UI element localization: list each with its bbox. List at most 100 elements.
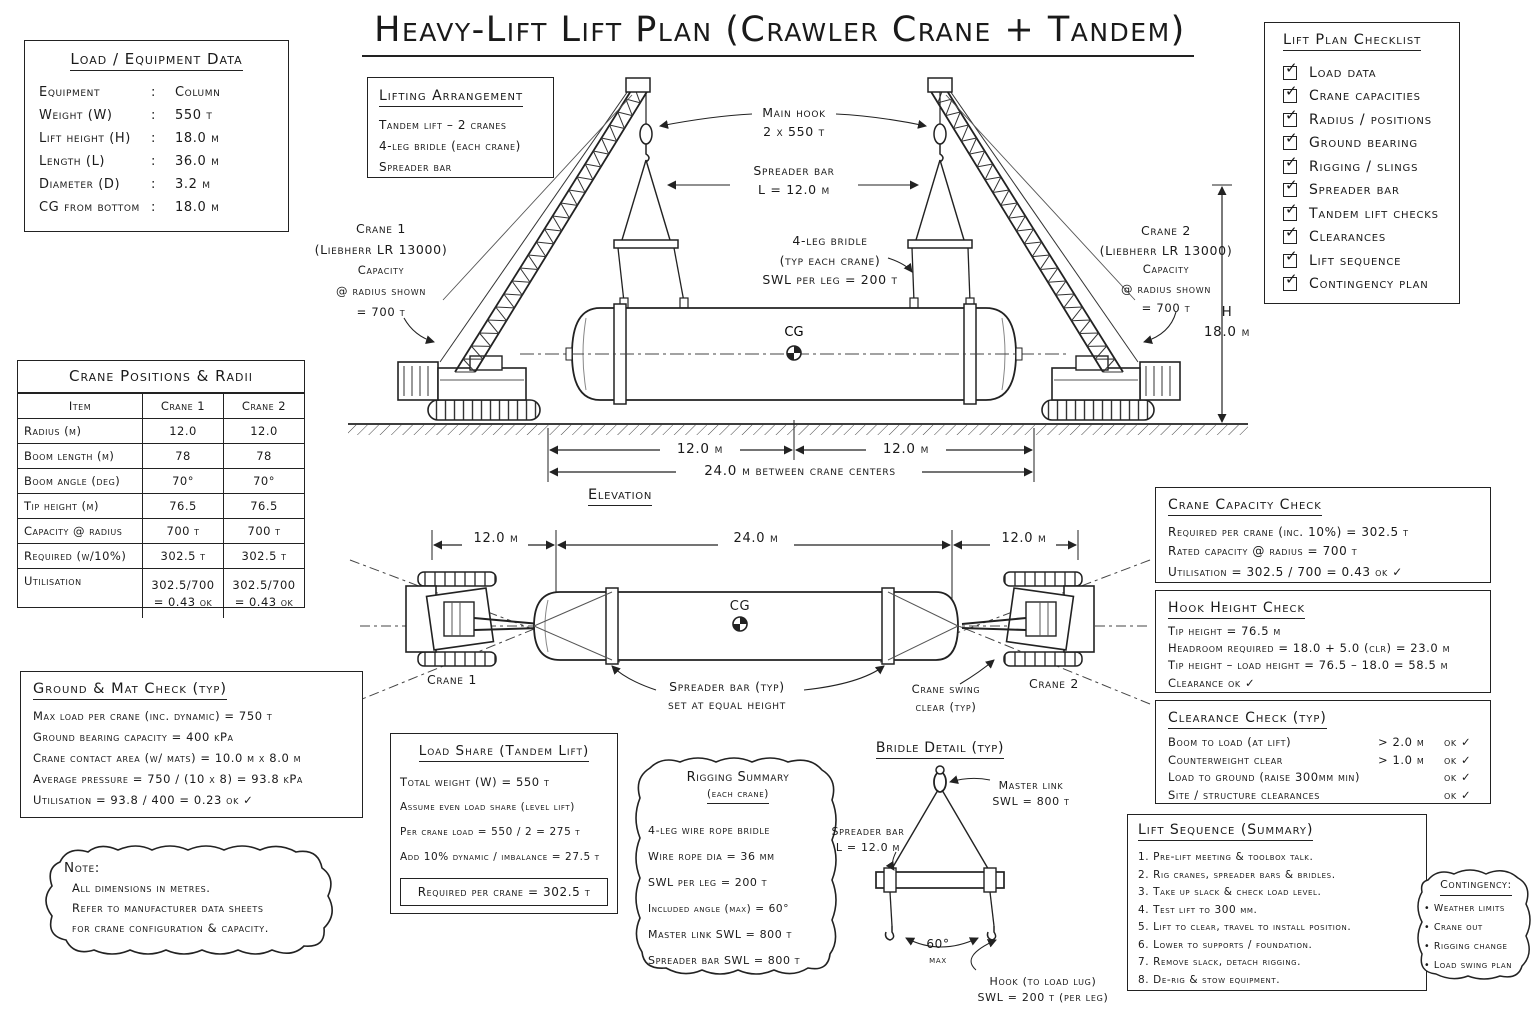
clearance-check-panel: Clearance Check (typ) Boom to load (at l… xyxy=(1155,700,1491,804)
checkbox-checked-icon[interactable]: ✓ xyxy=(1283,107,1298,127)
checkbox-checked-icon[interactable]: ✓ xyxy=(1283,60,1298,80)
load-row: Equipment:Column xyxy=(39,85,221,100)
load-data-rows: Equipment:Column Weight (W):550 t Lift h… xyxy=(39,81,274,219)
load-share-line: Assume even load share (level lift) xyxy=(400,801,575,813)
lifting-arrangement-panel: Lifting Arrangement Tandem lift – 2 cran… xyxy=(367,77,554,178)
checkbox-checked-icon[interactable]: ✓ xyxy=(1283,201,1298,221)
rigging-right xyxy=(907,159,975,309)
arrangement-line: Tandem lift – 2 cranes xyxy=(379,118,507,132)
rigging-subtitle: (each crane) xyxy=(707,787,769,804)
hook-line: Tip height = 76.5 m xyxy=(1168,624,1281,638)
checkbox-checked-icon[interactable]: ✓ xyxy=(1283,248,1298,268)
contingency-title: Contingency: xyxy=(1440,877,1512,896)
checkbox-checked-icon[interactable]: ✓ xyxy=(1283,225,1298,245)
contingency-item: • Load swing plan xyxy=(1424,960,1513,971)
contingency-item: • Crane out xyxy=(1424,922,1483,933)
checklist-item[interactable]: ✓Lift sequence xyxy=(1283,246,1402,269)
capacity-line: Required per crane (inc. 10%) = 302.5 t xyxy=(1168,525,1409,539)
dim-total-label: 24.0 m between crane centers xyxy=(704,463,896,479)
bridle-detail-title: Bridle Detail (typ) xyxy=(862,740,1018,759)
rigging-item: SWL per leg = 200 t xyxy=(648,876,768,889)
crane-2-elevation xyxy=(927,77,1181,421)
checkbox-checked-icon[interactable]: ✓ xyxy=(1283,272,1298,292)
load-row: Weight (W):550 t xyxy=(39,108,213,123)
checklist-item[interactable]: ✓Spreader bar xyxy=(1283,176,1400,199)
sequence-step: 1. Pre-lift meeting & toolbox talk. xyxy=(1138,851,1314,863)
checklist-item[interactable]: ✓Crane capacities xyxy=(1283,82,1421,105)
arrangement-line: 4-leg bridle (each crane) xyxy=(379,139,521,153)
hook-height-title: Hook Height Check xyxy=(1168,600,1306,619)
bridle-detail-drawing xyxy=(875,765,1005,971)
bridle-label: 4-leg bridle(typ each crane)SWL per leg … xyxy=(762,233,898,287)
plan-cg-label: CG xyxy=(729,599,751,614)
sequence-step: 5. Lift to clear, travel to install posi… xyxy=(1138,921,1352,933)
load-row: Length (L):36.0 m xyxy=(39,154,220,169)
bridle-angle-label: 60°max xyxy=(926,937,950,966)
plan-spreader-label: Spreader bar (typ)set at equal height xyxy=(668,679,786,712)
ground-check-title: Ground & Mat Check (typ) xyxy=(33,681,228,700)
checkbox-checked-icon[interactable]: ✓ xyxy=(1283,131,1298,151)
checklist-panel: Lift Plan Checklist ✓Load data ✓Crane ca… xyxy=(1264,22,1460,304)
ground-line xyxy=(348,423,1248,435)
rigging-item: Wire rope dia = 36 mm xyxy=(648,850,775,863)
crane-1-label: Crane 1(Liebherr LR 13000)Capacity@ radi… xyxy=(314,221,448,319)
checklist-item[interactable]: ✓Contingency plan xyxy=(1283,270,1429,293)
crane-positions-panel: Crane Positions & Radii Item Crane 1 Cra… xyxy=(17,360,305,618)
crane-positions-title: Crane Positions & Radii xyxy=(18,361,304,393)
cg-label: CG xyxy=(784,325,803,340)
hook-line: Clearance ok ✓ xyxy=(1168,676,1256,690)
sequence-step: 6. Lower to supports / foundation. xyxy=(1138,938,1313,951)
arrangement-line: Spreader bar xyxy=(379,160,452,174)
rigging-left xyxy=(613,159,689,309)
contingency-content: Contingency: • Weather limits • Crane ou… xyxy=(1424,877,1528,975)
checklist-item[interactable]: ✓Load data xyxy=(1283,58,1377,81)
table-row: Utilisation 302.5/700= 0.43 ok 302.5/700… xyxy=(18,568,304,618)
checklist-item[interactable]: ✓Radius / positions xyxy=(1283,105,1432,128)
plan-leaders xyxy=(611,659,995,691)
cg-symbol-plan xyxy=(732,616,748,632)
elevation-drawing: CG xyxy=(348,77,1248,482)
plan-dim-mid: 24.0 m xyxy=(733,531,779,546)
checklist-item[interactable]: ✓Ground bearing xyxy=(1283,129,1418,152)
title-rule xyxy=(362,55,1194,57)
lift-sequence-panel: Lift Sequence (Summary) 1. Pre-lift meet… xyxy=(1127,814,1427,991)
rigging-cloud xyxy=(635,757,837,975)
note-line: Refer to manufacturer data sheets xyxy=(72,901,264,915)
load-row: Diameter (D):3.2 m xyxy=(39,177,211,192)
load-share-title: Load Share (Tandem Lift) xyxy=(418,743,590,762)
checkbox-checked-icon[interactable]: ✓ xyxy=(1283,154,1298,174)
note-title: Note: xyxy=(64,860,100,876)
hook-line: Tip height – load height = 76.5 – 18.0 =… xyxy=(1168,658,1449,672)
checklist-item[interactable]: ✓Rigging / slings xyxy=(1283,152,1419,175)
height-dimension xyxy=(1212,184,1232,423)
table-row: Boom angle (deg)70°70° xyxy=(18,468,304,494)
checklist-item[interactable]: ✓Tandem lift checks xyxy=(1283,199,1439,222)
checklist-item[interactable]: ✓Clearances xyxy=(1283,223,1387,246)
load-share-line: Total weight (W) = 550 t xyxy=(400,775,550,789)
capacity-check-panel: Crane Capacity Check Required per crane … xyxy=(1155,487,1491,583)
table-row: Item Crane 1 Crane 2 xyxy=(18,393,304,419)
rigging-item: Included angle (max) = 60° xyxy=(648,903,790,915)
required-per-crane-result: Required per crane = 302.5 t xyxy=(400,878,608,906)
crane-1-plan xyxy=(405,571,541,667)
dim-right-label: 12.0 m xyxy=(882,441,930,457)
ground-line: Utilisation = 93.8 / 400 = 0.23 ok ✓ xyxy=(33,793,254,807)
plan-dim-left: 12.0 m xyxy=(473,531,519,546)
clearance-row: Load to ground (raise 300mm min)ok ✓ xyxy=(1168,770,1472,784)
cg-symbol xyxy=(786,345,802,361)
elevation-view-label: Elevation xyxy=(566,487,674,506)
capacity-check-title: Crane Capacity Check xyxy=(1168,497,1322,516)
note-line: All dimensions in metres. xyxy=(72,881,211,895)
checkbox-checked-icon[interactable]: ✓ xyxy=(1283,84,1298,104)
note-cloud xyxy=(45,845,333,955)
checkbox-checked-icon[interactable]: ✓ xyxy=(1283,178,1298,198)
